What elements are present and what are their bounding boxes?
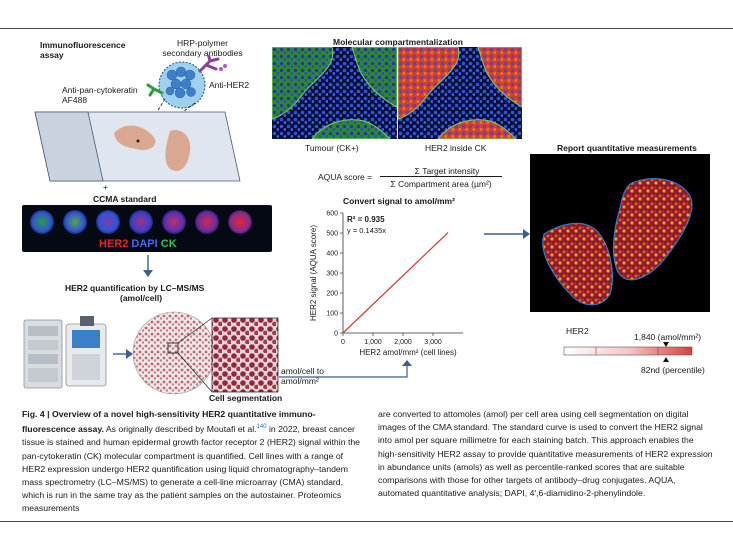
caption-left-text-2: in 2022, breast cancer tissue is stained… <box>22 424 361 514</box>
fit-line <box>342 232 449 334</box>
bar-percentile-label: 82nd (percentile) <box>641 365 705 375</box>
top-rule <box>0 28 733 29</box>
caption-left: Fig. 4 | Overview of a novel high-sensit… <box>22 408 364 516</box>
ccma-spot <box>195 210 219 234</box>
x-tick-label: 0 <box>341 339 345 346</box>
reference-link[interactable]: 140 <box>256 424 267 431</box>
anti-her2-label: Anti-HER2 <box>209 80 250 90</box>
bar-value-label: 1,840 (amol/mm²) <box>634 332 702 342</box>
figure-label: Fig. 4 | Overview of a novel high-sensit… <box>22 409 316 435</box>
anti-pan-ck-label: Anti-pan-cytokeratin AF488 <box>62 85 138 105</box>
her2-quant-label: HER2 quantification by LC–MS/MS <box>65 283 205 293</box>
x-tick-label: 2,000 <box>394 339 412 346</box>
amol-conversion-label: amol/cell to amol/mm² <box>281 366 324 386</box>
her2-inside-ck-label: HER2 inside CK <box>425 143 487 153</box>
y-tick-label: 100 <box>326 311 338 318</box>
if-assay-label: Immunofluorescence assay <box>40 40 126 60</box>
connector-arrow-icon <box>279 360 412 378</box>
aqua-fraction-bar <box>380 176 502 177</box>
molecular-compartmentalization-label: Molecular compartmentalization <box>333 37 463 47</box>
amol-cell-label: (amol/cell) <box>120 293 163 303</box>
tumour-ck-image <box>272 47 397 139</box>
ccma-spot <box>30 210 54 234</box>
stain-legend: HER2 DAPI CK <box>95 238 181 251</box>
hrp-polymer-label: HRP-polymer secondary antibodies <box>162 38 243 58</box>
aqua-formula-prefix: AQUA score = <box>318 172 373 182</box>
legend-ck: CK <box>160 238 177 250</box>
ccma-spot <box>129 210 153 234</box>
caption-right: are converted to attomoles (amol) per ce… <box>378 408 714 500</box>
legend-her2: HER2 <box>99 238 129 250</box>
mass-spectrometer-illustration <box>23 316 107 389</box>
down-arrow-icon <box>143 255 153 277</box>
y-tick-label: 400 <box>326 251 338 258</box>
y-tick-label: 600 <box>326 211 338 218</box>
ccma-standard-label: CCMA standard <box>93 194 157 204</box>
y-tick-label: 300 <box>326 271 338 278</box>
chart-title: Convert signal to amol/mm² <box>343 196 455 206</box>
her2-bar-label: HER2 <box>566 326 589 336</box>
x-tick-label: 1,000 <box>364 339 382 346</box>
caption-right-text: are converted to attomoles (amol) per ce… <box>378 409 713 499</box>
bottom-rule <box>0 521 733 522</box>
y-tick-label: 200 <box>326 291 338 298</box>
report-title: Report quantitative measurements <box>557 143 697 153</box>
right-arrow-icon <box>113 349 133 359</box>
y-axis-label: HER2 signal (AQUA score) <box>309 225 318 321</box>
y-tick-label: 500 <box>326 231 338 238</box>
ccma-spot <box>162 210 186 234</box>
x-tick-label: 3,000 <box>424 339 442 346</box>
aqua-denominator: Σ Compartment area (µm²) <box>390 179 492 189</box>
percentile-bar <box>563 342 693 362</box>
cell-segmentation-image <box>132 311 279 395</box>
ccma-spot <box>228 210 252 234</box>
x-axis-label: HER2 amol/mm² (cell lines) <box>359 348 457 357</box>
aqua-numerator: Σ Target intensity <box>414 166 480 176</box>
report-tissue-image <box>530 154 710 312</box>
standard-curve-chart: 0 100 200 300 400 500 600 0 1,000 2,000 3,000 R² = … <box>309 211 463 357</box>
her2-inside-ck-image <box>398 47 522 139</box>
r-squared-annotation: R² = 0.935 <box>347 215 385 224</box>
report-arrow-icon <box>484 229 530 239</box>
cell-segmentation-label: Cell segmentation <box>209 393 283 403</box>
ccma-spot <box>63 210 87 234</box>
caption-left-text-1: As originally described by Moutafi et al… <box>105 424 257 435</box>
y-tick-label: 0 <box>334 331 338 338</box>
ccma-spot <box>96 210 120 234</box>
legend-dapi: DAPI <box>131 238 158 250</box>
tumour-ck-label: Tumour (CK+) <box>305 143 359 153</box>
equation-annotation: y = 0.1435x <box>347 226 386 235</box>
plus-sign: + <box>103 182 108 192</box>
slide-illustration <box>34 55 241 182</box>
